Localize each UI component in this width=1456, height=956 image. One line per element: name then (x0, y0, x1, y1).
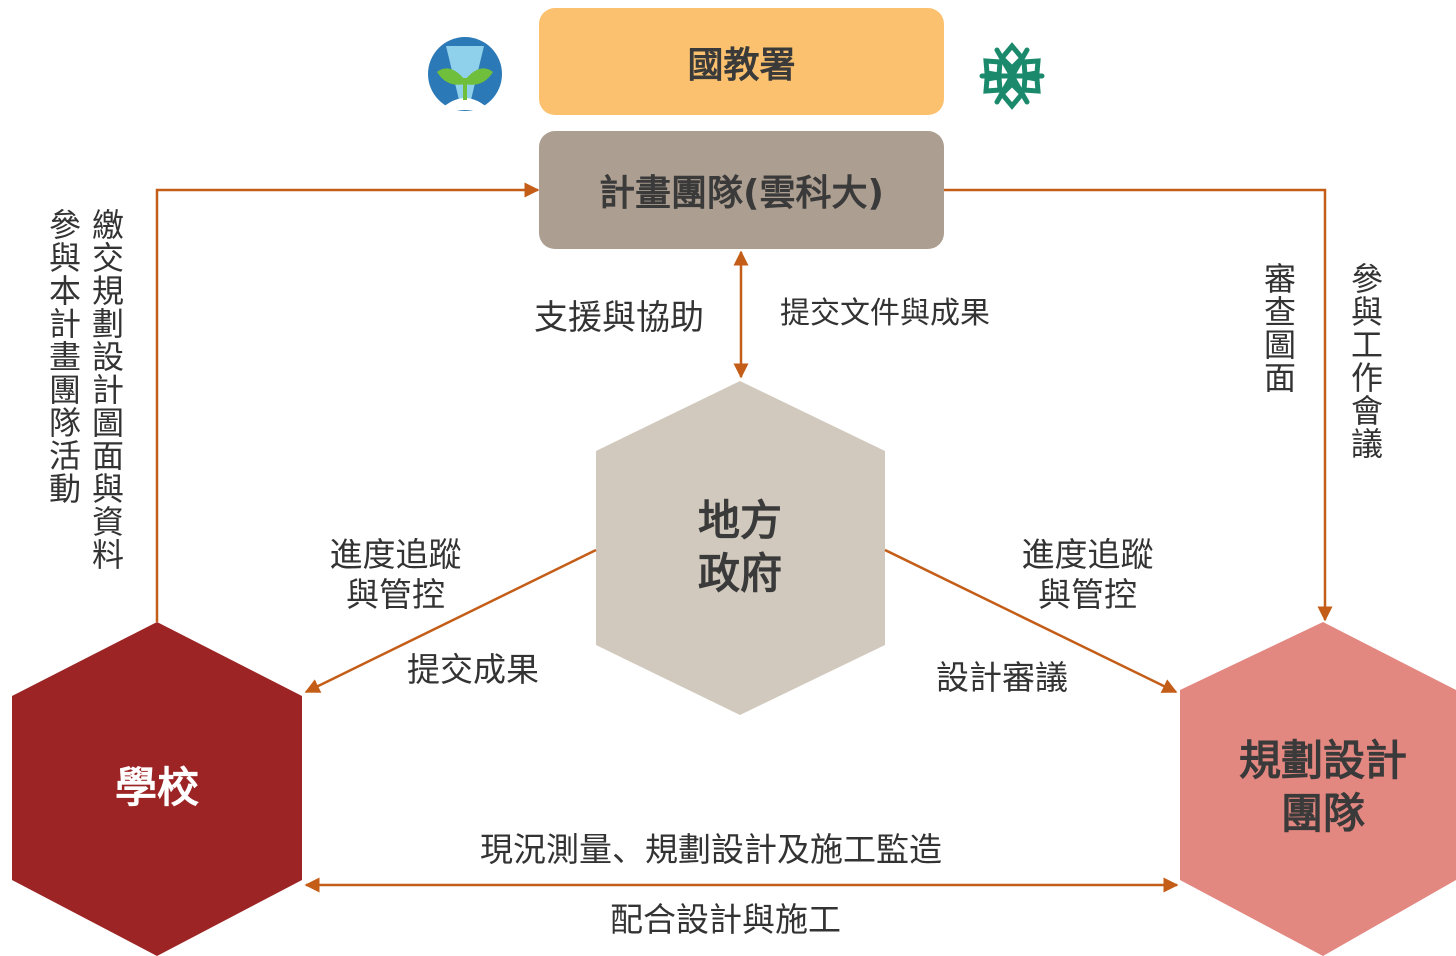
school-participate-vertical-label: 參與本計畫團隊活動 (44, 208, 82, 505)
project-team-box: 計畫團隊(雲科大) (539, 131, 944, 249)
design-team-label: 規劃設計 團隊 (1206, 735, 1440, 840)
cooperate-design-construction-label: 配合設計與施工 (610, 900, 841, 939)
submit-docs-label: 提交文件與成果 (780, 296, 990, 331)
progress-control-left-line2: 與管控 (346, 574, 445, 614)
school-hexagon (12, 622, 302, 956)
design-team-hexagon (1180, 622, 1456, 956)
design-team-label-line1: 規劃設計 (1238, 736, 1407, 785)
school-label-text: 學校 (114, 763, 199, 812)
progress-control-right-line2: 與管控 (1038, 574, 1137, 614)
submit-results-label: 提交成果 (407, 650, 539, 689)
progress-control-right-line1: 進度追蹤 (1021, 535, 1154, 574)
school-label: 學校 (57, 762, 257, 815)
project-team-label: 計畫團隊(雲科大) (599, 173, 884, 214)
progress-control-left-line1: 進度追蹤 (329, 535, 462, 574)
arrow-gov-to-school (304, 548, 597, 694)
yuntech-snowflake-logo-icon (979, 42, 1045, 110)
local-gov-label-line2: 政府 (697, 548, 782, 598)
moe-box: 國教署 (539, 8, 944, 115)
design-team-label-line2: 團隊 (1280, 788, 1365, 838)
arrow-gov-to-design (884, 548, 1178, 694)
school-submit-vertical-label: 繳交規劃設計圖面與資料 (87, 208, 125, 571)
moe-label: 國教署 (687, 44, 796, 86)
k12-sprout-logo-icon (428, 37, 502, 111)
support-assist-label: 支援與協助 (534, 298, 704, 338)
progress-control-right-label: 進度追蹤 與管控 (1010, 535, 1165, 614)
arrow-school-to-team (155, 182, 540, 622)
local-gov-hexagon (596, 381, 885, 715)
local-gov-label-line1: 地方 (697, 496, 782, 545)
survey-design-supervision-label: 現況測量、規劃設計及施工監造 (480, 830, 942, 869)
local-gov-label: 地方 政府 (640, 495, 840, 600)
join-meetings-vertical-label: 參與工作會議 (1346, 262, 1384, 460)
review-drawings-vertical-label: 審查圖面 (1259, 262, 1297, 394)
design-review-label: 設計審議 (936, 658, 1068, 697)
progress-control-left-label: 進度追蹤 與管控 (318, 535, 473, 614)
arrow-team-to-design (944, 188, 1333, 622)
